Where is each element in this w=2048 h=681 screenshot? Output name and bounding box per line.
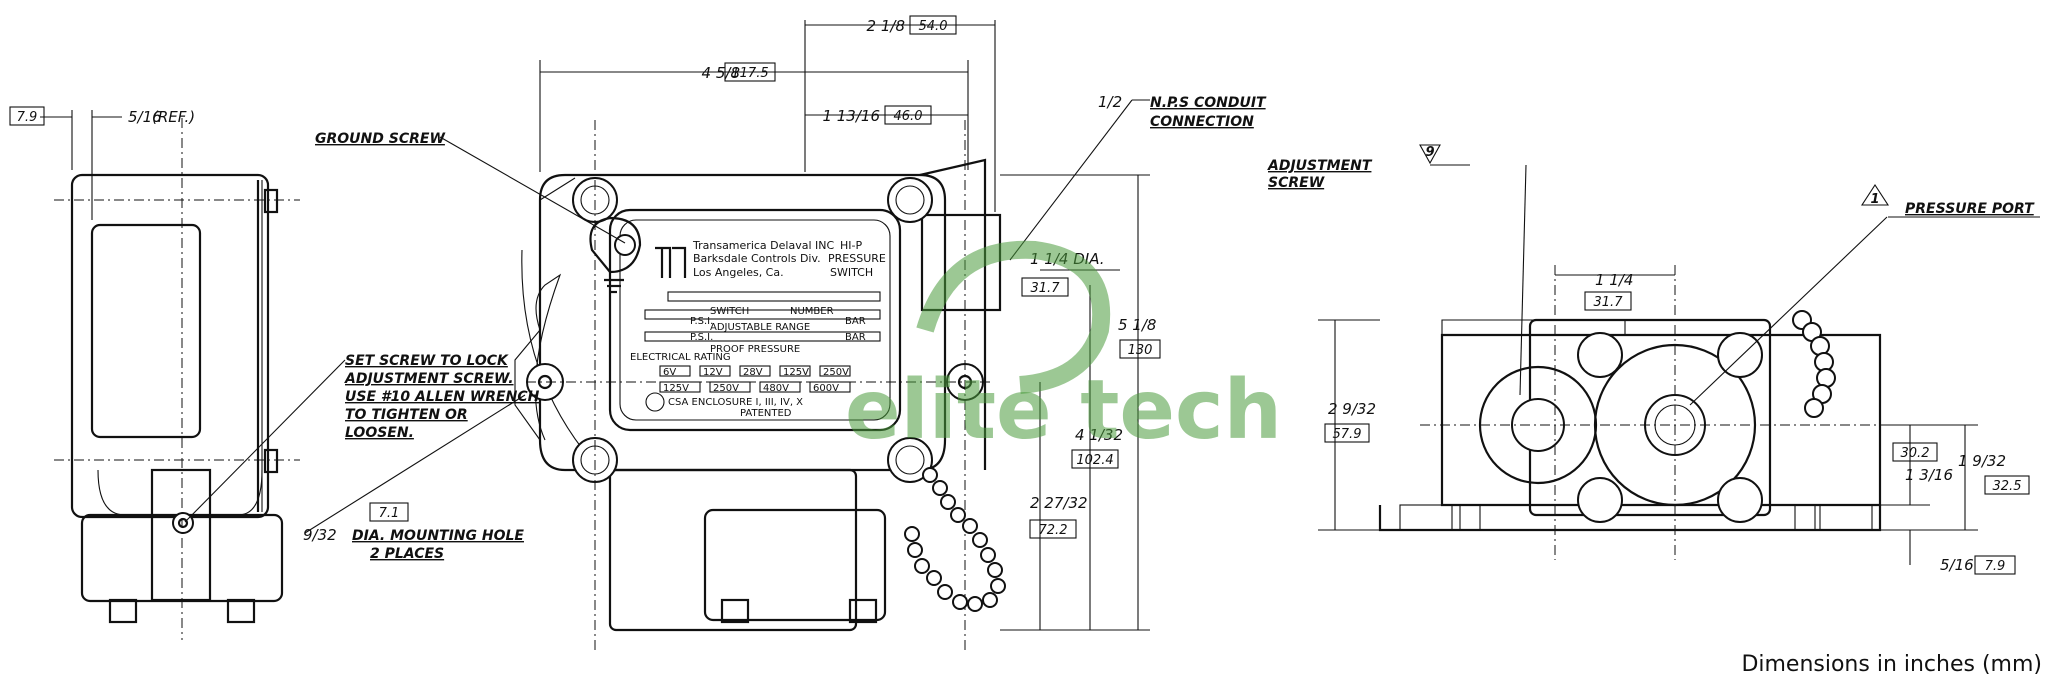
dim-inner-height-frac: 4 1/32 bbox=[1075, 426, 1123, 444]
dim-right-width-box bbox=[1584, 291, 1632, 311]
nameplate-product-2: PRESSURE bbox=[828, 252, 886, 265]
nameplate-proof: PROOF PRESSURE bbox=[710, 344, 800, 355]
nameplate-dc-28v: 28V bbox=[743, 367, 763, 378]
dim-right-base-mm: 7.9 bbox=[1985, 559, 2006, 574]
dim-top-width-mm: 54.0 bbox=[919, 19, 948, 34]
nameplate-ac-125v: 125V bbox=[663, 383, 689, 394]
leader-ground-screw bbox=[439, 136, 626, 244]
dim-overall-width-box bbox=[724, 62, 776, 82]
callout-adjustment-screw-1: ADJUSTMENT bbox=[1267, 158, 1373, 174]
leader-set-screw bbox=[184, 359, 346, 523]
dim-port-offset-box bbox=[884, 105, 932, 125]
callout-conduit-1: N.P.S CONDUIT bbox=[1150, 95, 1267, 111]
nameplate-row-number: NUMBER bbox=[790, 306, 834, 317]
nameplate-dc-12v: 12V bbox=[703, 367, 723, 378]
side-ref-frac: 5/16 bbox=[128, 108, 162, 126]
dim-right-base-box bbox=[1974, 555, 2016, 575]
nameplate-rating: ELECTRICAL RATING bbox=[630, 352, 731, 363]
nameplate-company-2: Barksdale Controls Div. bbox=[693, 252, 821, 265]
nameplate-enclosure: CSA ENCLOSURE I, III, IV, X bbox=[668, 397, 803, 408]
nameplate-ac-600v: 600V bbox=[813, 383, 839, 394]
dim-overall-width-mm: 117.5 bbox=[731, 66, 768, 81]
callout-conduit-2: CONNECTION bbox=[1150, 114, 1254, 130]
dim-port-offset-mm: 46.0 bbox=[894, 109, 923, 124]
dim-port-offset-frac: 1 13/16 bbox=[822, 107, 880, 125]
dim-inner-height-box bbox=[1071, 449, 1119, 469]
bottom-dim-lines bbox=[1318, 164, 1978, 565]
nameplate-row-range: ADJUSTABLE RANGE bbox=[710, 322, 810, 333]
dim-conduit-dia-box bbox=[1021, 277, 1069, 297]
flag-pressure-number: 1 bbox=[1870, 192, 1879, 207]
callout-adjustment-screw-2: SCREW bbox=[1268, 175, 1325, 191]
dim-top-width-frac: 2 1/8 bbox=[867, 17, 905, 35]
dim-right-height-mm: 57.9 bbox=[1333, 427, 1362, 442]
leader-mounting-hole bbox=[304, 394, 526, 534]
dim-height-box bbox=[1119, 339, 1161, 359]
dim-inner-height-mm: 102.4 bbox=[1076, 453, 1113, 468]
nameplate-dc-250v: 250V bbox=[823, 367, 849, 378]
dim-conduit-size: 1/2 bbox=[1098, 93, 1122, 111]
nameplate-company-3: Los Angeles, Ca. bbox=[693, 266, 784, 279]
nameplate-row-psi: P.S.I. bbox=[690, 316, 713, 327]
callout-mounting-hole-2: 2 PLACES bbox=[370, 546, 444, 562]
side-ref-note: (REF.) bbox=[152, 108, 195, 126]
nameplate-row-switch: SWITCH bbox=[710, 306, 749, 317]
flag-adjust bbox=[1419, 144, 1441, 165]
flag-adjust-number: 9 bbox=[1425, 145, 1434, 160]
dim-right-base-frac: 5/16 bbox=[1940, 556, 1974, 574]
chain bbox=[904, 467, 1006, 612]
callout-set-screw-2: ADJUSTMENT SCREW. bbox=[344, 371, 514, 387]
dim-hole-dia-box bbox=[369, 502, 409, 522]
nameplate-product-1: HI-P bbox=[840, 239, 862, 252]
callout-set-screw-5: LOOSEN. bbox=[345, 425, 414, 441]
nameplate-row-bar-2: BAR bbox=[845, 332, 866, 343]
dim-port-a-box bbox=[1892, 442, 1938, 462]
dim-hole-dia-frac: 9/32 bbox=[303, 526, 337, 544]
dimensions-footnote: Dimensions in inches (mm) bbox=[1741, 652, 2042, 677]
dim-height-frac: 5 1/8 bbox=[1118, 316, 1156, 334]
bottom-view bbox=[1378, 265, 1960, 560]
dim-port-b-mm: 32.5 bbox=[1993, 479, 2022, 494]
dim-right-width-mm: 31.7 bbox=[1594, 295, 1624, 310]
dim-right-height-box bbox=[1324, 423, 1370, 443]
watermark-text: elite tech bbox=[845, 363, 1282, 458]
nameplate-patented: PATENTED bbox=[740, 408, 792, 419]
side-ref-box bbox=[9, 106, 45, 126]
dim-base-height-box bbox=[1029, 519, 1077, 539]
callout-set-screw-1: SET SCREW TO LOCK bbox=[345, 353, 509, 369]
nameplate-company-1: Transamerica Delaval INC bbox=[692, 239, 834, 252]
dim-port-a-frac: 1 3/16 bbox=[1905, 466, 1953, 484]
nameplate-dc-6v: 6V bbox=[663, 367, 676, 378]
callout-ground-screw: GROUND SCREW bbox=[315, 131, 445, 147]
nameplate-row-bar: BAR bbox=[845, 316, 866, 327]
callout-set-screw-3: USE #10 ALLEN WRENCH bbox=[345, 389, 540, 405]
side-view bbox=[40, 110, 300, 640]
nameplate-dc-125v: 125V bbox=[783, 367, 809, 378]
nameplate-ac-480v: 480V bbox=[763, 383, 789, 394]
dim-hole-dia-mm: 7.1 bbox=[379, 506, 400, 521]
dim-top-width-box bbox=[909, 15, 957, 35]
dim-base-height-frac: 2 27/32 bbox=[1030, 494, 1088, 512]
side-ref-mm: 7.9 bbox=[17, 110, 38, 125]
dim-port-b-box bbox=[1984, 475, 2030, 495]
callout-pressure-port: PRESSURE PORT bbox=[1905, 201, 2035, 217]
callout-set-screw-4: TO TIGHTEN OR bbox=[345, 407, 468, 423]
dim-right-height-frac: 2 9/32 bbox=[1328, 400, 1376, 418]
nameplate-ac-250v: 250V bbox=[713, 383, 739, 394]
dim-base-height-mm: 72.2 bbox=[1039, 523, 1068, 538]
nameplate-product-3: SWITCH bbox=[830, 266, 873, 279]
dim-overall-width-frac: 4 5/8 bbox=[702, 64, 740, 82]
flag-pressure bbox=[1860, 183, 1890, 206]
nameplate: Transamerica Delaval INC Barksdale Contr… bbox=[630, 239, 886, 419]
watermark: elite tech bbox=[845, 240, 1282, 458]
callout-mounting-hole-1: DIA. MOUNTING HOLE bbox=[352, 528, 524, 544]
dim-port-b-frac: 1 9/32 bbox=[1958, 452, 2006, 470]
dim-port-a-mm: 30.2 bbox=[1901, 446, 1930, 461]
dim-conduit-dia-mm: 31.7 bbox=[1031, 281, 1061, 296]
front-view bbox=[514, 120, 1002, 650]
nameplate-row-psi-2: P.S.I. bbox=[690, 332, 713, 343]
dim-height-mm: 130 bbox=[1128, 343, 1153, 358]
dim-right-width-frac: 1 1/4 bbox=[1595, 271, 1633, 289]
